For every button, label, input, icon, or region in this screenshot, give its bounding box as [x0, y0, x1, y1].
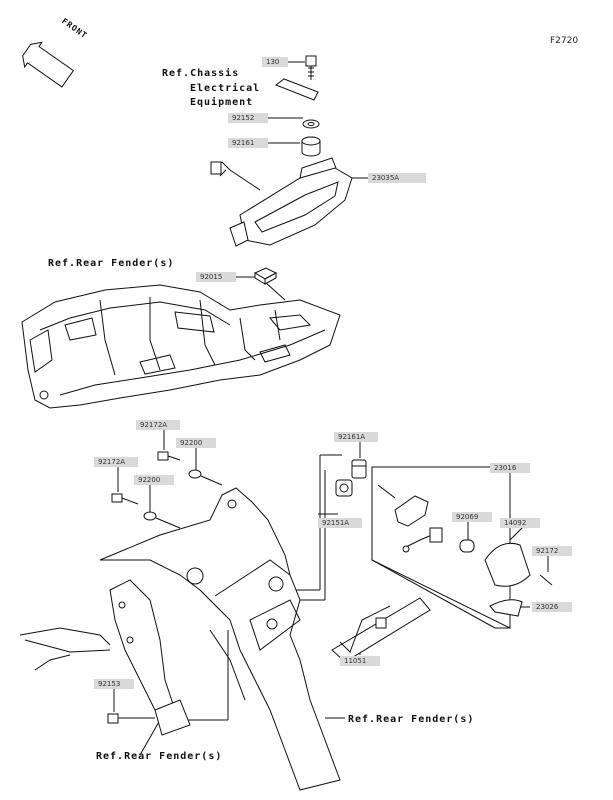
- washer-92200-top: [188, 469, 202, 479]
- reflector-23026: [489, 599, 523, 617]
- part-23016[interactable]: 23016: [490, 463, 530, 473]
- part-92069[interactable]: 92069: [452, 512, 492, 522]
- part-92153[interactable]: 92153: [94, 679, 134, 689]
- part-11051[interactable]: 11051: [340, 656, 380, 666]
- screw-92172A-top: [157, 451, 181, 461]
- washer-92152: [302, 119, 320, 129]
- ref-rear-fender-top: Ref.Rear Fender(s): [48, 258, 175, 269]
- part-92015[interactable]: 92015: [196, 272, 236, 282]
- part-23026[interactable]: 23026: [532, 602, 572, 612]
- screw-92172: [539, 574, 553, 586]
- part-92172[interactable]: 92172: [532, 546, 572, 556]
- grommet-92151A: [335, 479, 353, 497]
- part-92200-left[interactable]: 92200: [134, 475, 174, 485]
- part-92161A[interactable]: 92161A: [334, 432, 378, 442]
- grommet-92161: [301, 136, 321, 157]
- part-92161[interactable]: 92161: [228, 138, 268, 148]
- ref-rear-fender-right: Ref.Rear Fender(s): [348, 714, 475, 725]
- part-92151A[interactable]: 92151A: [318, 518, 362, 528]
- screw-92172A-left: [111, 493, 139, 505]
- ref-chassis: Ref.Chassis: [162, 68, 240, 79]
- rear-frame: [99, 487, 341, 791]
- washer-92200-left: [143, 511, 157, 521]
- license-lamp-socket: [377, 484, 443, 553]
- ref-electrical: Electrical: [190, 83, 261, 94]
- screw-92153: [107, 713, 155, 724]
- figure-id: F2720: [550, 36, 579, 46]
- rear-fender-top: [21, 284, 341, 409]
- ref-rear-fender-bottom: Ref.Rear Fender(s): [96, 751, 223, 762]
- ref-equipment: Equipment: [190, 97, 254, 108]
- lens-14092: [484, 542, 531, 587]
- part-92172A-top[interactable]: 92172A: [136, 420, 180, 430]
- kit-box-23016: [371, 466, 511, 629]
- bulb-92069: [459, 539, 475, 553]
- part-92200-top[interactable]: 92200: [176, 438, 216, 448]
- bracket-strip: [274, 78, 319, 101]
- part-23035A[interactable]: 23035A: [368, 173, 426, 183]
- part-130[interactable]: 130: [262, 57, 288, 67]
- license-bracket-11051: [331, 597, 431, 663]
- side-bracket: [19, 579, 191, 736]
- part-92152[interactable]: 92152: [228, 113, 268, 123]
- front-arrow-icon: [22, 41, 75, 88]
- grommet-92161A: [351, 459, 367, 479]
- part-14092[interactable]: 14092: [500, 518, 540, 528]
- tail-lamp-23035A: [210, 157, 353, 247]
- bolt-130-icon: [305, 55, 317, 80]
- part-92172A-left[interactable]: 92172A: [94, 457, 138, 467]
